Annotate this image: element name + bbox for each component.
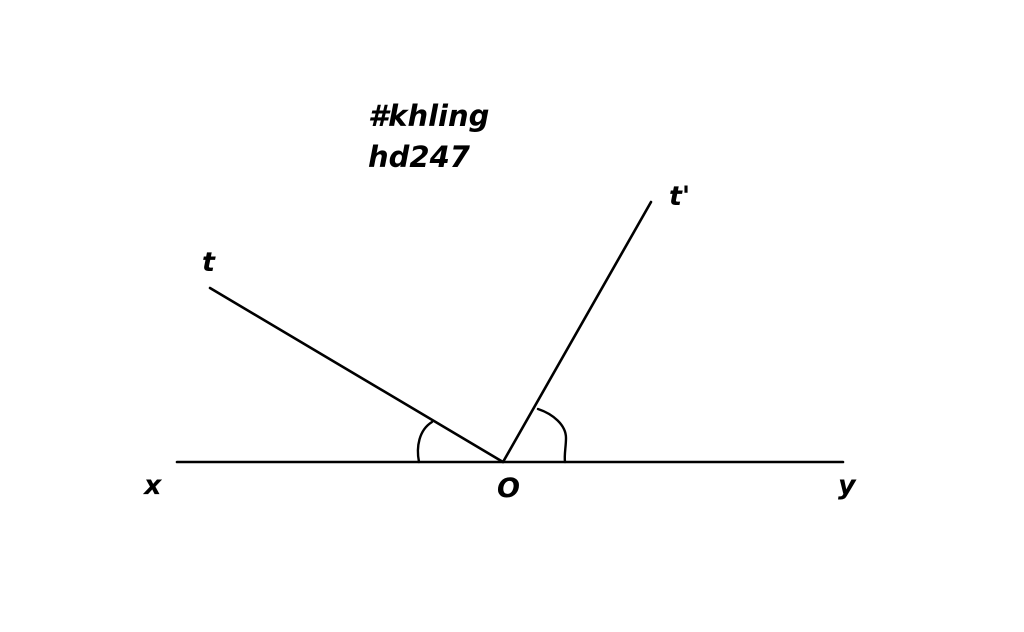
label-t-prime: t'	[669, 181, 690, 212]
angle-mark-xot	[416, 420, 434, 464]
ray-ot	[208, 286, 505, 464]
label-o: O	[497, 473, 520, 504]
ray-ot-prime	[501, 200, 653, 464]
label-y: y	[838, 470, 857, 501]
angle-mark-yot-prime	[536, 407, 568, 464]
note-line-2: hd247	[368, 140, 471, 174]
label-x: x	[142, 470, 163, 501]
note-line-1: #khling	[368, 99, 489, 133]
label-t: t	[202, 247, 216, 278]
